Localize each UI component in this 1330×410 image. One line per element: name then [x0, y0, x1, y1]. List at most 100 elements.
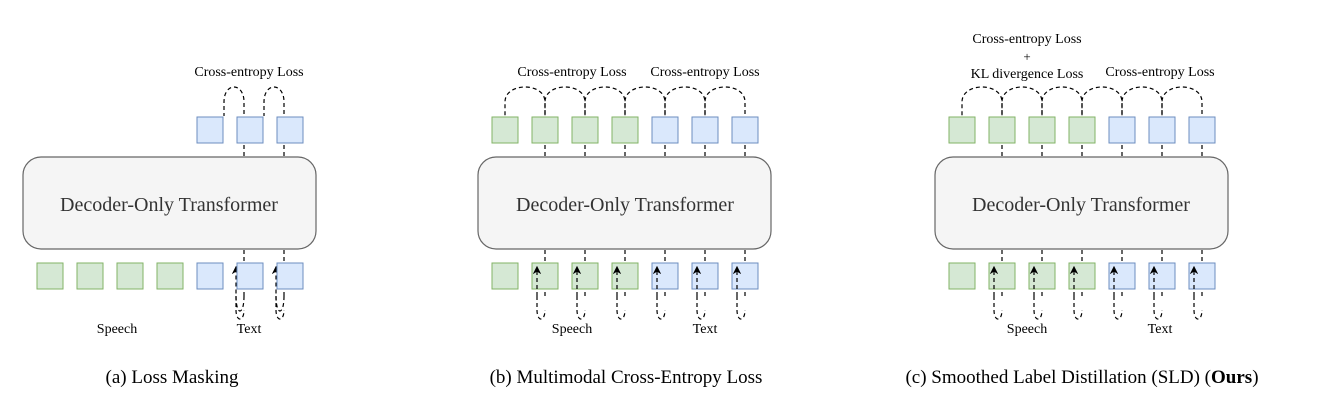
loss-loop	[1121, 86, 1163, 296]
token-speech	[116, 262, 144, 290]
loss-loop	[271, 265, 285, 312]
loss-loop	[1161, 86, 1203, 296]
loss-label: Cross-entropy Loss	[194, 65, 303, 80]
loss-loop	[696, 296, 706, 320]
panel-a: Decoder-Only Transformer Cross-entropy L…	[22, 65, 317, 388]
caption-prefix: (c) Smoothed Label Distillation (SLD) (	[905, 367, 1211, 388]
token-text	[731, 262, 759, 290]
token-text	[731, 116, 759, 144]
caption-suffix: )	[1252, 367, 1258, 388]
output-tokens-c	[948, 116, 1216, 144]
loss-label: Cross-entropy Loss	[650, 65, 759, 80]
loss-loop	[235, 296, 245, 320]
token-text	[1148, 116, 1176, 144]
token-speech	[611, 116, 639, 144]
token-speech	[36, 262, 64, 290]
token-speech	[948, 116, 976, 144]
loss-loops-a	[223, 86, 285, 312]
loss-loop	[1073, 296, 1083, 320]
transformer-block	[934, 156, 1229, 250]
token-speech	[988, 262, 1016, 290]
token-text	[651, 262, 679, 290]
loss-loop	[1193, 296, 1203, 320]
token-speech	[531, 116, 559, 144]
modality-label-text: Text	[693, 322, 718, 337]
token-text	[651, 116, 679, 144]
loss-loop	[1113, 296, 1123, 320]
token-speech	[156, 262, 184, 290]
loss-loop	[616, 296, 626, 320]
loss-loop	[504, 86, 546, 296]
panel-b: Decoder-Only Transformer Cross-en	[477, 65, 772, 388]
token-speech	[1068, 116, 1096, 144]
token-text	[236, 116, 264, 144]
token-speech	[948, 262, 976, 290]
loss-loop	[1033, 296, 1043, 320]
transformer-label: Decoder-Only Transformer	[972, 194, 1190, 216]
loss-loop	[223, 86, 245, 296]
token-text	[1108, 116, 1136, 144]
modality-label-speech: Speech	[552, 322, 592, 337]
caption-bold: Ours	[1211, 367, 1252, 388]
token-speech	[491, 116, 519, 144]
token-text	[196, 116, 224, 144]
loss-loop	[576, 296, 586, 320]
loss-loop	[664, 86, 706, 296]
input-tokens-a	[36, 262, 304, 290]
loss-loop	[263, 86, 285, 296]
token-text	[1188, 116, 1216, 144]
loss-loop	[736, 296, 746, 320]
loss-loop	[993, 296, 1003, 320]
input-tokens-b	[491, 262, 759, 290]
arrows-b	[532, 265, 742, 296]
loss-label: KL divergence Loss	[971, 67, 1084, 82]
loss-label-plus: +	[1023, 49, 1030, 64]
loss-loop	[231, 265, 245, 312]
token-text	[276, 262, 304, 290]
loss-loop	[584, 86, 626, 296]
output-tokens-a	[196, 116, 304, 144]
token-text	[236, 262, 264, 290]
token-speech	[571, 262, 599, 290]
panel-c: Decoder-Only Transformer Cross-en	[905, 32, 1258, 388]
modality-label-speech: Speech	[97, 322, 137, 337]
loss-label: Cross-entropy Loss	[1105, 65, 1214, 80]
modality-label-speech: Speech	[1007, 322, 1047, 337]
input-tokens-c	[948, 262, 1216, 290]
token-speech	[988, 116, 1016, 144]
token-text	[196, 262, 224, 290]
token-text	[691, 116, 719, 144]
token-speech	[1028, 262, 1056, 290]
token-speech	[1068, 262, 1096, 290]
modality-label-text: Text	[1148, 322, 1173, 337]
token-speech	[611, 262, 639, 290]
loss-loop	[624, 86, 666, 296]
loss-loop	[275, 296, 285, 320]
loss-loops-a-lower	[235, 296, 285, 320]
loss-loops-c	[961, 86, 1203, 296]
loss-loops-b	[504, 86, 746, 296]
loss-loop	[1153, 296, 1163, 320]
loss-loop	[544, 86, 586, 296]
panel-caption: (b) Multimodal Cross-Entropy Loss	[490, 367, 763, 388]
token-text	[1148, 262, 1176, 290]
token-speech	[76, 262, 104, 290]
loss-loop	[1081, 86, 1123, 296]
panel-caption: (a) Loss Masking	[106, 367, 239, 388]
loss-loop	[1001, 86, 1043, 296]
token-speech	[531, 262, 559, 290]
token-speech	[491, 262, 519, 290]
transformer-label: Decoder-Only Transformer	[60, 194, 278, 216]
token-text	[1108, 262, 1136, 290]
loss-loop	[961, 86, 1003, 296]
loss-label: Cross-entropy Loss	[517, 65, 626, 80]
token-speech	[1028, 116, 1056, 144]
token-speech	[571, 116, 599, 144]
arrows-c	[989, 265, 1199, 296]
transformer-label: Decoder-Only Transformer	[516, 194, 734, 216]
loss-loop	[536, 296, 546, 320]
loss-loop	[1041, 86, 1083, 296]
token-text	[691, 262, 719, 290]
modality-label-text: Text	[237, 322, 262, 337]
